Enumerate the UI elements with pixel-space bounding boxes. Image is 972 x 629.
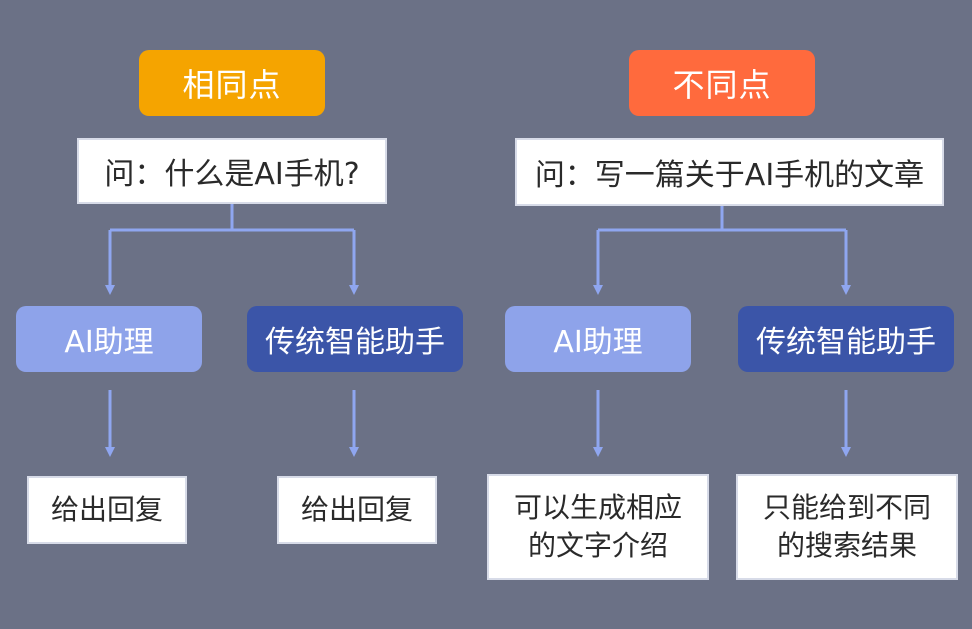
right-traditional-assistant-box: 传统智能助手	[738, 306, 954, 372]
left-traditional-result-box: 给出回复	[277, 476, 437, 544]
right-question-box: 问：写一篇关于AI手机的文章	[515, 138, 944, 206]
left-ai-assistant-label: AI助理	[64, 325, 154, 360]
left-ai-assistant-box: AI助理	[16, 306, 202, 372]
right-ai-assistant-label: AI助理	[553, 325, 643, 360]
left-traditional-result-text: 给出回复	[300, 493, 413, 526]
same-points-heading-label: 相同点	[182, 66, 282, 104]
right-ai-assistant-box: AI助理	[505, 306, 691, 372]
different-points-heading-label: 不同点	[672, 66, 772, 104]
right-traditional-result-line2: 的搜索结果	[776, 529, 917, 562]
left-traditional-assistant-box: 传统智能助手	[247, 306, 463, 372]
different-points-heading: 不同点	[629, 50, 815, 116]
left-question-box: 问：什么是AI手机?	[77, 138, 387, 204]
left-ai-result-text: 给出回复	[50, 493, 163, 526]
same-points-heading: 相同点	[139, 50, 325, 116]
right-traditional-result-line1: 只能给到不同	[762, 491, 931, 524]
right-ai-result-line1: 可以生成相应	[513, 491, 682, 524]
right-ai-result-box: 可以生成相应 的文字介绍	[487, 474, 709, 580]
right-ai-result-line2: 的文字介绍	[527, 529, 668, 562]
left-traditional-assistant-label: 传统智能助手	[265, 325, 445, 360]
right-question-text: 问：写一篇关于AI手机的文章	[534, 158, 925, 193]
right-traditional-assistant-label: 传统智能助手	[756, 325, 936, 360]
left-question-text: 问：什么是AI手机?	[104, 157, 360, 192]
right-traditional-result-box: 只能给到不同 的搜索结果	[736, 474, 958, 580]
left-ai-result-box: 给出回复	[27, 476, 187, 544]
